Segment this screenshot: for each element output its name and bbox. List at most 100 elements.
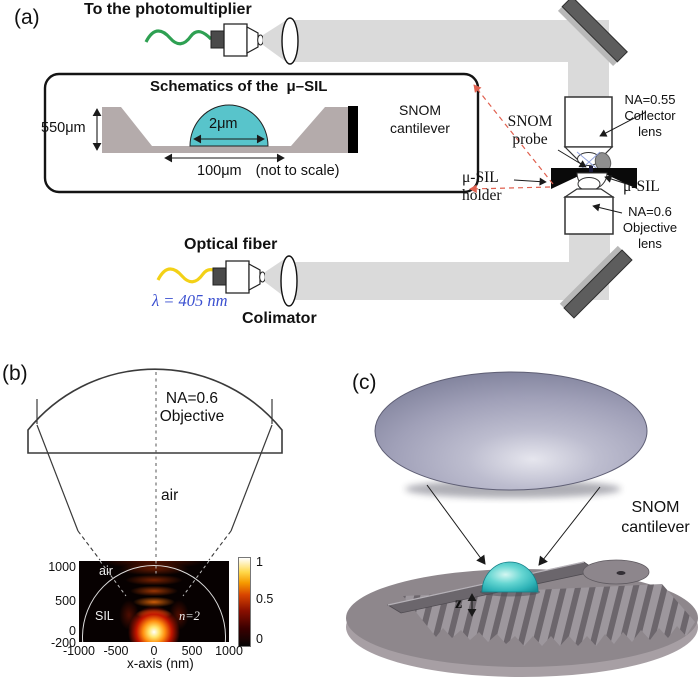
photomultiplier-label: To the photomultiplier [84, 1, 252, 18]
ctick-1: 1 [256, 555, 263, 569]
musil-label: μ-SIL [623, 178, 660, 195]
yellow-fiber-icon [156, 267, 224, 284]
fiber-connector [212, 267, 227, 286]
diverging-beam [265, 258, 286, 298]
musil-holder-line1: μ-SIL [462, 169, 499, 186]
musil-holder-label: μ-SIL holder [462, 169, 502, 204]
objective-b-word: Objective [159, 408, 225, 425]
map-label-air: air [99, 564, 113, 578]
probe-tip-dot [589, 166, 593, 172]
musil-holder-line2: holder [462, 186, 502, 204]
green-fiber-icon [144, 29, 213, 46]
box-cantilever-line1: SNOM [399, 102, 441, 118]
panel-a-label: (a) [14, 6, 40, 29]
objective-lens-label: NA=0.6 Objective lens [615, 204, 685, 252]
focused-light-cone [576, 151, 602, 191]
xtick-1000: 1000 [215, 644, 243, 658]
beam-bottom-horizontal [292, 262, 609, 300]
xtick-0: 0 [150, 644, 158, 658]
collector-lens-word: lens [638, 124, 662, 139]
box-cantilever-line2: cantilever [390, 120, 450, 136]
cantilever-base-bar [348, 106, 358, 153]
ytick-0: 0 [69, 624, 76, 638]
snom-cantilever-label: SNOM cantilever [608, 498, 700, 538]
fiber-connector [210, 30, 225, 49]
beam-top-vertical [568, 38, 609, 98]
cantilever-pad [582, 559, 650, 585]
snom-probe-line2: probe [512, 131, 548, 148]
wavelength-label: λ = 405 nm [152, 291, 228, 310]
objective-na: NA=0.6 [628, 204, 672, 219]
ctick-05: 0.5 [256, 592, 274, 606]
ctick-0: 0 [256, 632, 263, 646]
pointer-arrow-left [426, 484, 486, 565]
sil-dome-3d [374, 371, 648, 491]
base-width-value: 100μm [197, 163, 242, 179]
base-dimension: 100μm (not to scale) [197, 163, 340, 180]
map-label-index: n=2 [179, 609, 200, 623]
colorbar [238, 557, 251, 647]
field-intensity-map: air SIL n=2 [79, 561, 229, 642]
sample-disk-rim [346, 577, 698, 677]
grating-structure [403, 584, 695, 646]
micro-sil-dome [481, 561, 539, 593]
collector-lens-label: NA=0.55 Collector lens [615, 92, 685, 140]
mirror-top-icon [557, 0, 628, 67]
objective-lens-word: lens [638, 236, 662, 251]
not-to-scale-note: (not to scale) [255, 163, 340, 179]
snom-cantilever-line1: SNOM [631, 499, 680, 516]
snom-probe-tip [594, 152, 612, 172]
xtick-neg1000: -1000 [63, 644, 95, 658]
ray-left [36, 424, 79, 532]
colimator-label: Colimator [242, 310, 317, 327]
coupler-body [225, 260, 250, 294]
snom-probe-label: SNOM probe [500, 113, 560, 149]
air-label: air [161, 487, 179, 504]
ytick-neg200: -200 [50, 636, 76, 650]
objective-b-label: NA=0.6 Objective [148, 390, 236, 426]
panel-b-label: (b) [2, 362, 28, 385]
objective-lens-assembly [563, 188, 615, 235]
coupler-nose [248, 262, 261, 292]
collector-na: NA=0.55 [624, 92, 676, 107]
xtick-neg500: -500 [103, 644, 129, 658]
z-gap-label: z [455, 595, 463, 612]
beam-bottom-vertical [569, 232, 610, 264]
sample-disk [346, 569, 698, 667]
cantilever-plate [386, 561, 598, 614]
schematic-title-sil: μ–SIL [286, 78, 328, 95]
snom-cantilever-line2: cantilever [621, 519, 690, 536]
ytick-1000: 1000 [48, 560, 76, 574]
xaxis-label: x-axis (nm) [127, 656, 194, 671]
panel-c-label: (c) [352, 371, 377, 394]
pointer-arrow-right [538, 486, 601, 566]
pad-hole [616, 571, 626, 575]
xtick-500: 500 [181, 644, 203, 658]
snom-probe-line1: SNOM [507, 113, 553, 130]
ray-right [230, 424, 273, 532]
objective-word: Objective [622, 220, 678, 235]
collector-word: Collector [624, 108, 676, 123]
diverging-beam [263, 21, 285, 61]
beam-paths [292, 20, 610, 300]
beam-top-horizontal [294, 20, 609, 62]
coupler-body [223, 23, 248, 57]
objective-b-na: NA=0.6 [165, 390, 219, 407]
coupler-aperture [257, 34, 264, 46]
mirror-bottom-icon [559, 245, 633, 319]
collector-lens-assembly [563, 96, 614, 172]
coupler-nose [246, 25, 259, 55]
ytick-500: 500 [55, 594, 76, 608]
collimating-lens-icon [281, 17, 299, 65]
box-cantilever-label: SNOM cantilever [384, 101, 456, 137]
map-label-sil: SIL [95, 609, 114, 623]
coupler-aperture [259, 271, 266, 283]
musil-lens-icon [576, 172, 608, 190]
photomultiplier-fiber [144, 17, 299, 65]
schematic-title-text: Schematics of the [150, 78, 279, 95]
schematic-title: Schematics of the μ–SIL [150, 78, 328, 96]
optical-fiber-label: Optical fiber [184, 236, 278, 253]
dome-dimension: 2μm [209, 116, 238, 132]
colimator-lens-icon [280, 255, 298, 307]
